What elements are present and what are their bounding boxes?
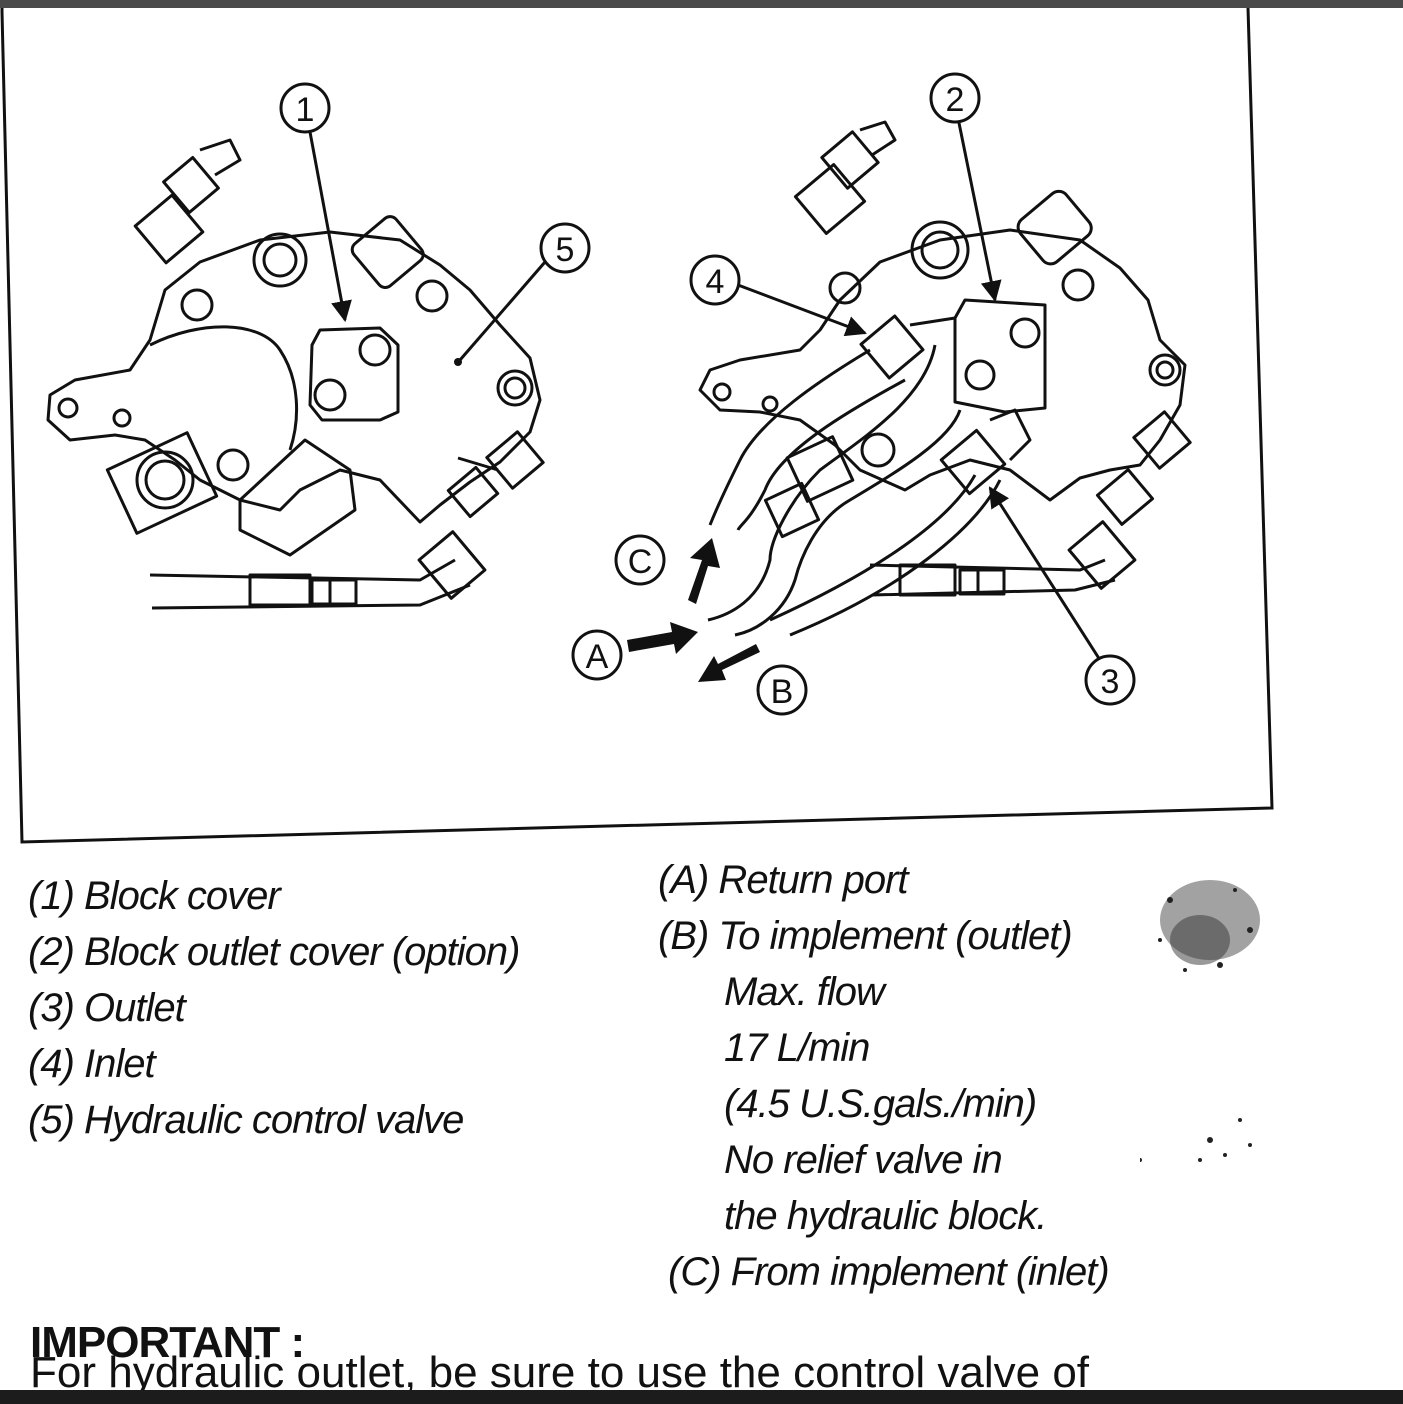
callout-4: 4 (706, 263, 725, 301)
callout-1-circle (279, 82, 331, 134)
flow-arrow-c (688, 538, 720, 604)
legend-b-detail-2: 17 L/min (724, 1026, 870, 1070)
callout-b-circle (756, 664, 808, 716)
figure-frame (0, 7, 1274, 844)
callout-5: 5 (556, 231, 575, 269)
legend-left: (1) Block cover (2) Block outlet cover (… (28, 868, 520, 1148)
valve-right (698, 120, 1192, 637)
legend-item-a: (A) Return port (658, 858, 909, 902)
legend-item-3: (3) Outlet (28, 986, 186, 1030)
legend-b-detail-4: No relief valve in (724, 1138, 1003, 1182)
callout-c-circle (614, 534, 666, 586)
callout-c: C (628, 543, 653, 581)
legend-right: (A) Return port (B) To implement (outlet… (658, 852, 1110, 1300)
scan-speckle (1140, 880, 1260, 1162)
legend-b-detail-3: (4.5 U.S.gals./min) (724, 1082, 1037, 1126)
legend-item-c: (C) From implement (inlet) (668, 1250, 1110, 1294)
bottom-border (0, 1390, 1403, 1404)
top-border (0, 0, 1403, 8)
legend-item-5: (5) Hydraulic control valve (28, 1098, 464, 1142)
important-text: For hydraulic outlet, be sure to use the… (30, 1348, 1090, 1390)
callout-1: 1 (296, 91, 315, 129)
legend-b-detail-1: Max. flow (724, 970, 885, 1014)
legend-item-b: (B) To implement (outlet) (658, 914, 1073, 958)
flow-arrow-b (698, 644, 760, 682)
callout-2: 2 (946, 81, 965, 119)
important-text-cut: For hydraulic outlet, be sure to use the… (30, 1348, 1330, 1390)
legend-item-2: (2) Block outlet cover (option) (28, 930, 520, 974)
callout-3: 3 (1101, 663, 1120, 701)
legend-b-detail-5: the hydraulic block. (724, 1194, 1047, 1238)
flow-arrow-a (627, 622, 698, 654)
important-heading: IMPORTANT : (30, 1318, 305, 1367)
hydraulic-diagram: 1 2 3 4 5 A B C (0, 7, 1274, 844)
callout-2-circle (929, 72, 981, 124)
callout-3-circle (1084, 654, 1136, 706)
callout-a: A (586, 638, 609, 676)
callout-b: B (771, 673, 794, 711)
callout-4-circle (689, 254, 741, 306)
legend-item-1: (1) Block cover (28, 874, 281, 918)
callout-5-circle (539, 222, 591, 274)
valve-left (46, 138, 545, 610)
callout-a-circle (571, 629, 623, 681)
legend-item-4: (4) Inlet (28, 1042, 156, 1086)
